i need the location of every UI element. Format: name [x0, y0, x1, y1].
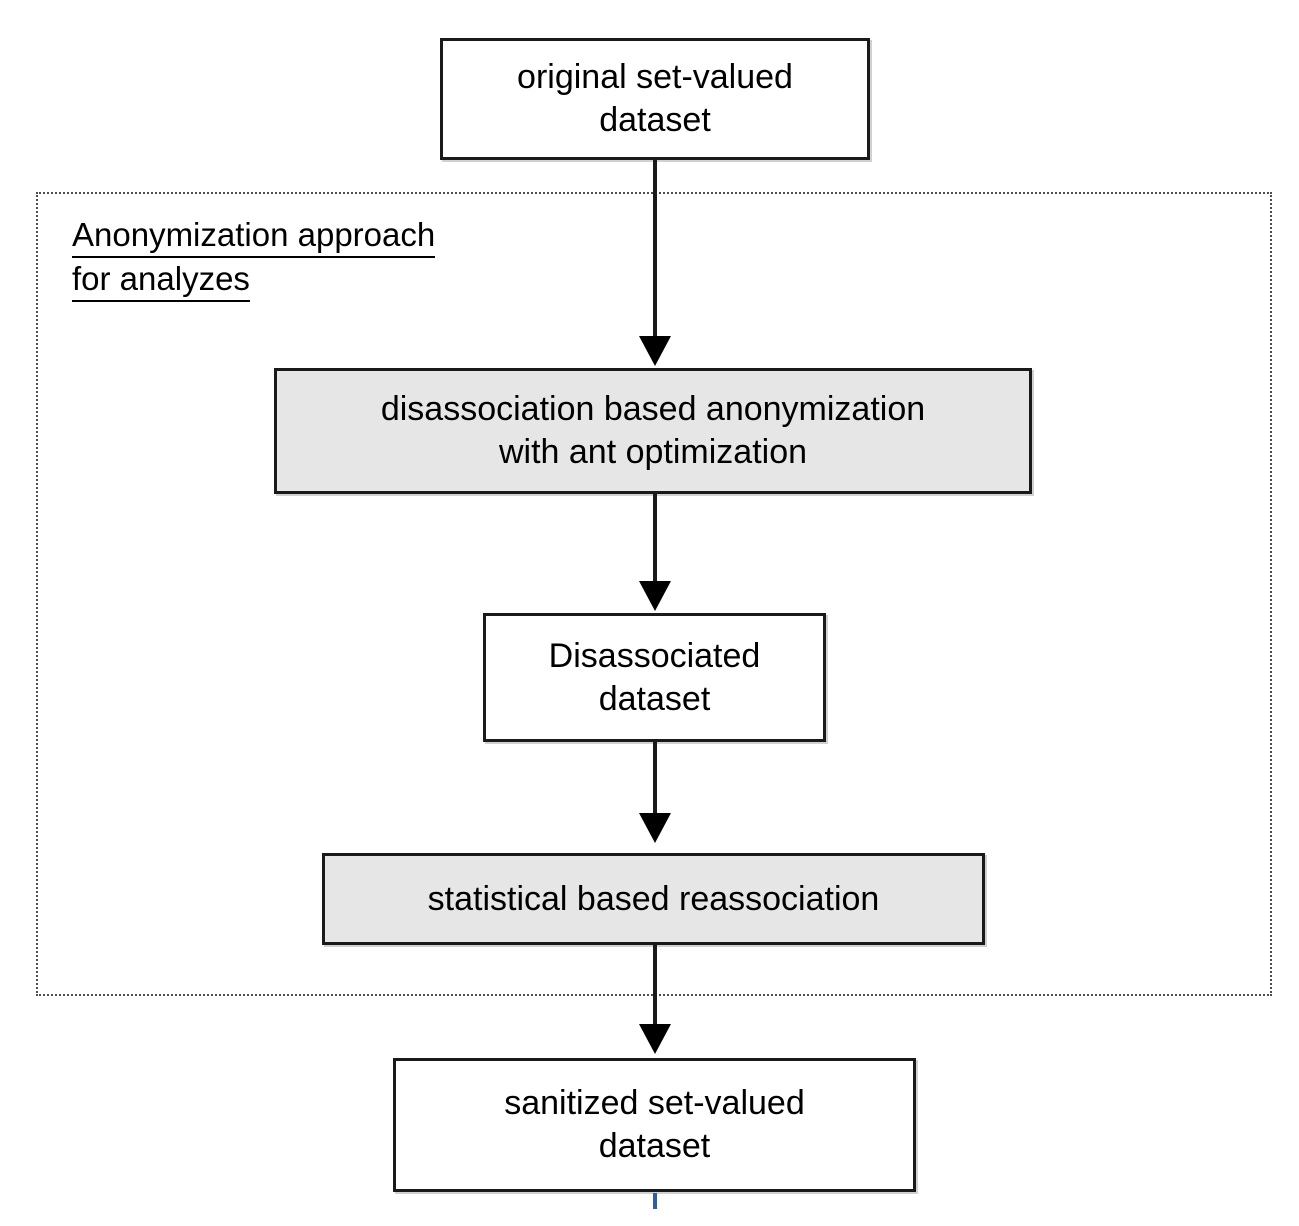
node-disassociated-dataset: Disassociated dataset [483, 613, 826, 742]
group-label-line-2: for analyzes [72, 258, 250, 302]
connector-original-to-disassociation [653, 160, 657, 340]
arrowhead-original-to-disassociation [639, 336, 671, 366]
connector-statistical-to-sanitized [653, 945, 657, 1027]
connector-disassociated-to-statistical [653, 742, 657, 816]
bottom-tick-marker [653, 1193, 657, 1209]
arrowhead-disassociated-to-statistical [639, 813, 671, 843]
arrowhead-disassociation-to-disassociated [639, 581, 671, 611]
arrowhead-statistical-to-sanitized [639, 1024, 671, 1054]
group-label-line-1: Anonymization approach [72, 214, 436, 258]
node-original-dataset: original set-valued dataset [440, 38, 870, 160]
node-sanitized-dataset: sanitized set-valued dataset [393, 1058, 916, 1192]
connector-disassociation-to-disassociated [653, 494, 657, 584]
node-statistical-reassociation: statistical based reassociation [322, 853, 985, 945]
node-disassociation-ant: disassociation based anonymization with … [274, 368, 1032, 494]
